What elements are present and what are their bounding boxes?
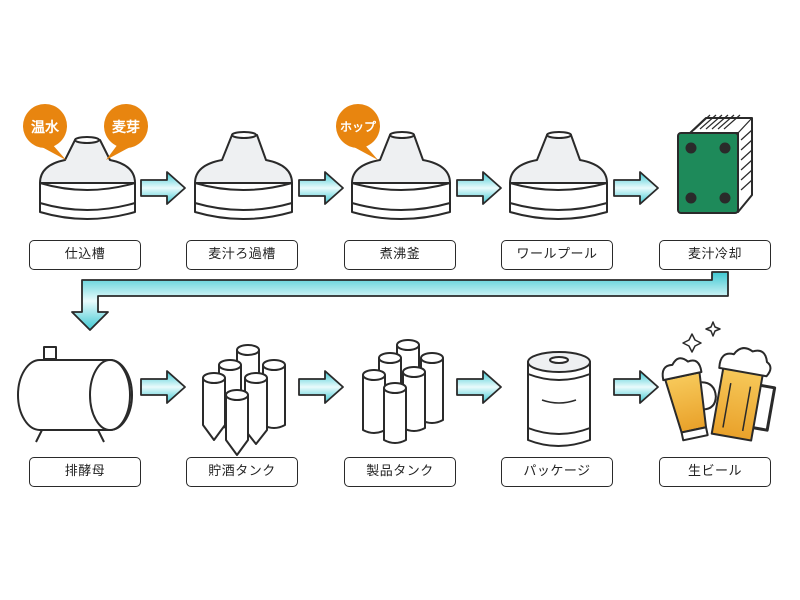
flow-arrow-7 xyxy=(456,370,502,404)
yeast-tank-icon xyxy=(17,346,133,443)
flow-arrow-6 xyxy=(298,370,344,404)
malt-input-bubble xyxy=(104,104,148,160)
stage-label-whirlpool: ワールプール xyxy=(501,240,613,270)
stage-label-product-tank: 製品タンク xyxy=(344,457,456,487)
stage-label-mash-tun: 仕込槽 xyxy=(29,240,141,270)
flow-arrow-2 xyxy=(298,171,344,205)
flow-arrow-connector xyxy=(71,271,729,331)
stage-label-lauter-tun: 麦汁ろ過槽 xyxy=(186,240,298,270)
lauter-tun-icon xyxy=(194,131,293,220)
keg-icon xyxy=(527,351,591,447)
flow-arrow-3 xyxy=(456,171,502,205)
stage-label-yeast-waste: 排酵母 xyxy=(29,457,141,487)
flow-arrow-8 xyxy=(613,370,659,404)
stage-label-boil-kettle: 煮沸釜 xyxy=(344,240,456,270)
whirlpool-icon xyxy=(509,131,608,220)
stage-label-wort-cooling: 麦汁冷却 xyxy=(659,240,771,270)
stage-label-storage-tank: 貯酒タンク xyxy=(186,457,298,487)
flow-arrow-1 xyxy=(140,171,186,205)
hop-input-bubble xyxy=(336,104,380,160)
water-input-label: 温水 xyxy=(31,120,59,136)
malt-input-label: 麦芽 xyxy=(112,120,140,136)
flow-arrow-4 xyxy=(613,171,659,205)
storage-tanks-icon xyxy=(202,344,286,456)
product-tanks-icon xyxy=(362,339,444,444)
hop-input-label: ホップ xyxy=(339,120,376,134)
mash-tun-icon xyxy=(39,136,136,220)
wort-cooler-icon xyxy=(677,114,753,214)
stage-label-draft-beer: 生ビール xyxy=(659,457,771,487)
beer-mugs-icon xyxy=(661,321,777,442)
flow-arrow-5 xyxy=(140,370,186,404)
stage-label-packaging: パッケージ xyxy=(501,457,613,487)
boil-kettle-icon xyxy=(351,131,451,220)
water-input-bubble xyxy=(23,104,67,160)
